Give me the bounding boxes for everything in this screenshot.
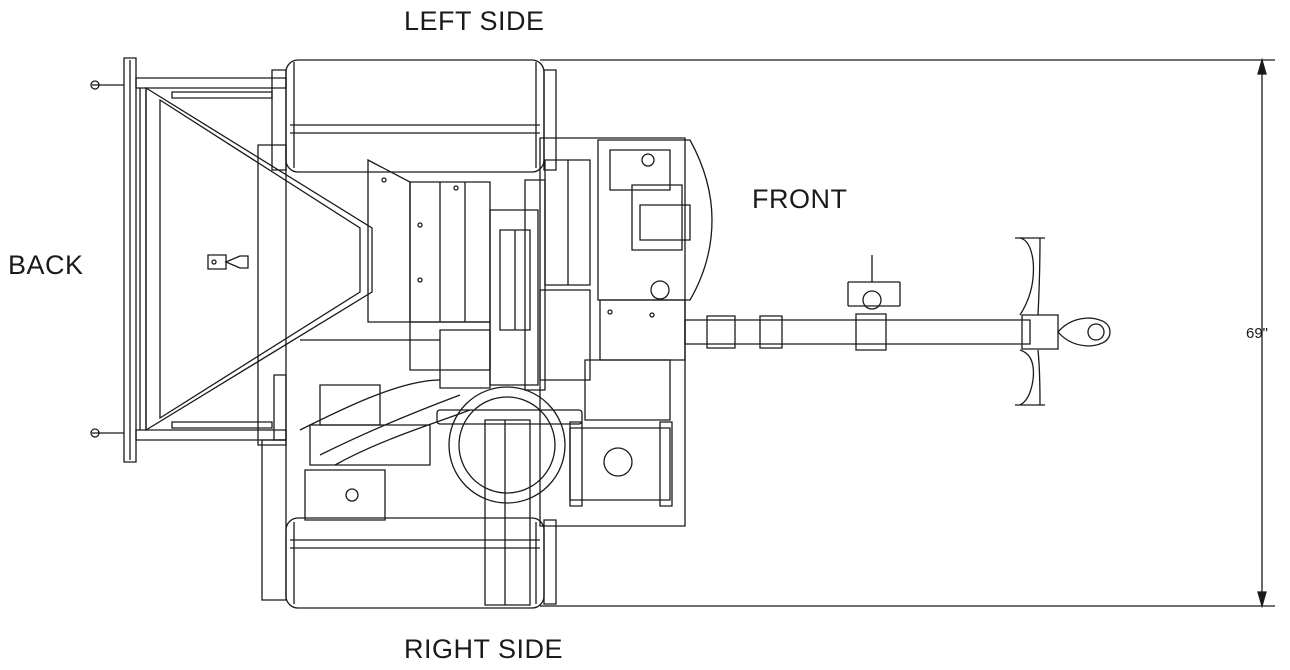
hopper: [368, 160, 490, 322]
label-left-side: LEFT SIDE: [404, 6, 545, 36]
frame-latch: [208, 255, 248, 269]
label-front: FRONT: [752, 184, 848, 214]
deck-plate: [258, 138, 685, 526]
right-tank: [262, 440, 556, 608]
hitch-ring: [1058, 318, 1110, 346]
label-back: BACK: [8, 250, 84, 280]
rear-frame: [91, 58, 372, 462]
hydraulic-valves: [274, 340, 470, 520]
safety-chains: [1015, 238, 1045, 405]
engine: [598, 140, 712, 360]
center-mechanism: [410, 160, 590, 390]
tongue: [685, 255, 1058, 350]
left-tank: [272, 60, 556, 172]
dimension-lines: [540, 60, 1275, 606]
lower-drum: [570, 360, 672, 506]
label-right-side: RIGHT SIDE: [404, 634, 564, 664]
turntable: [437, 387, 582, 605]
